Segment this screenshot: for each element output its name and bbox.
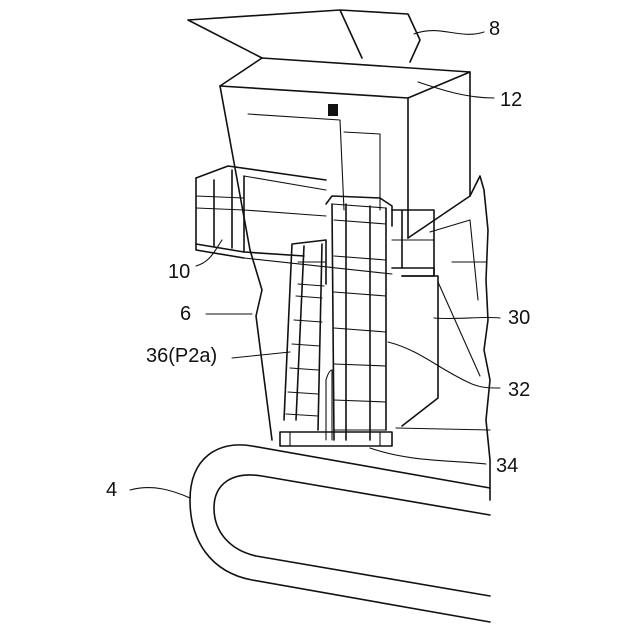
ref-label-10: 10 <box>168 261 190 283</box>
cab-marker-icon <box>328 104 338 116</box>
upper-structure-8 <box>188 10 420 62</box>
ref-label-8: 8 <box>489 18 500 40</box>
ref-label-32: 32 <box>508 379 530 401</box>
caged-ladder-32 <box>326 196 392 440</box>
ref-label-36-p2a: 36(P2a) <box>146 345 217 367</box>
base-plate-34 <box>280 432 392 446</box>
side-panel-30 <box>396 276 490 430</box>
ref-label-4: 4 <box>106 479 117 501</box>
ref-label-34: 34 <box>496 455 518 477</box>
track-4 <box>190 445 490 622</box>
stepped-ladder-36 <box>284 240 332 440</box>
ref-label-6: 6 <box>180 303 191 325</box>
ref-label-12: 12 <box>500 89 522 111</box>
ref-label-30: 30 <box>508 307 530 329</box>
platform-10 <box>196 166 434 276</box>
